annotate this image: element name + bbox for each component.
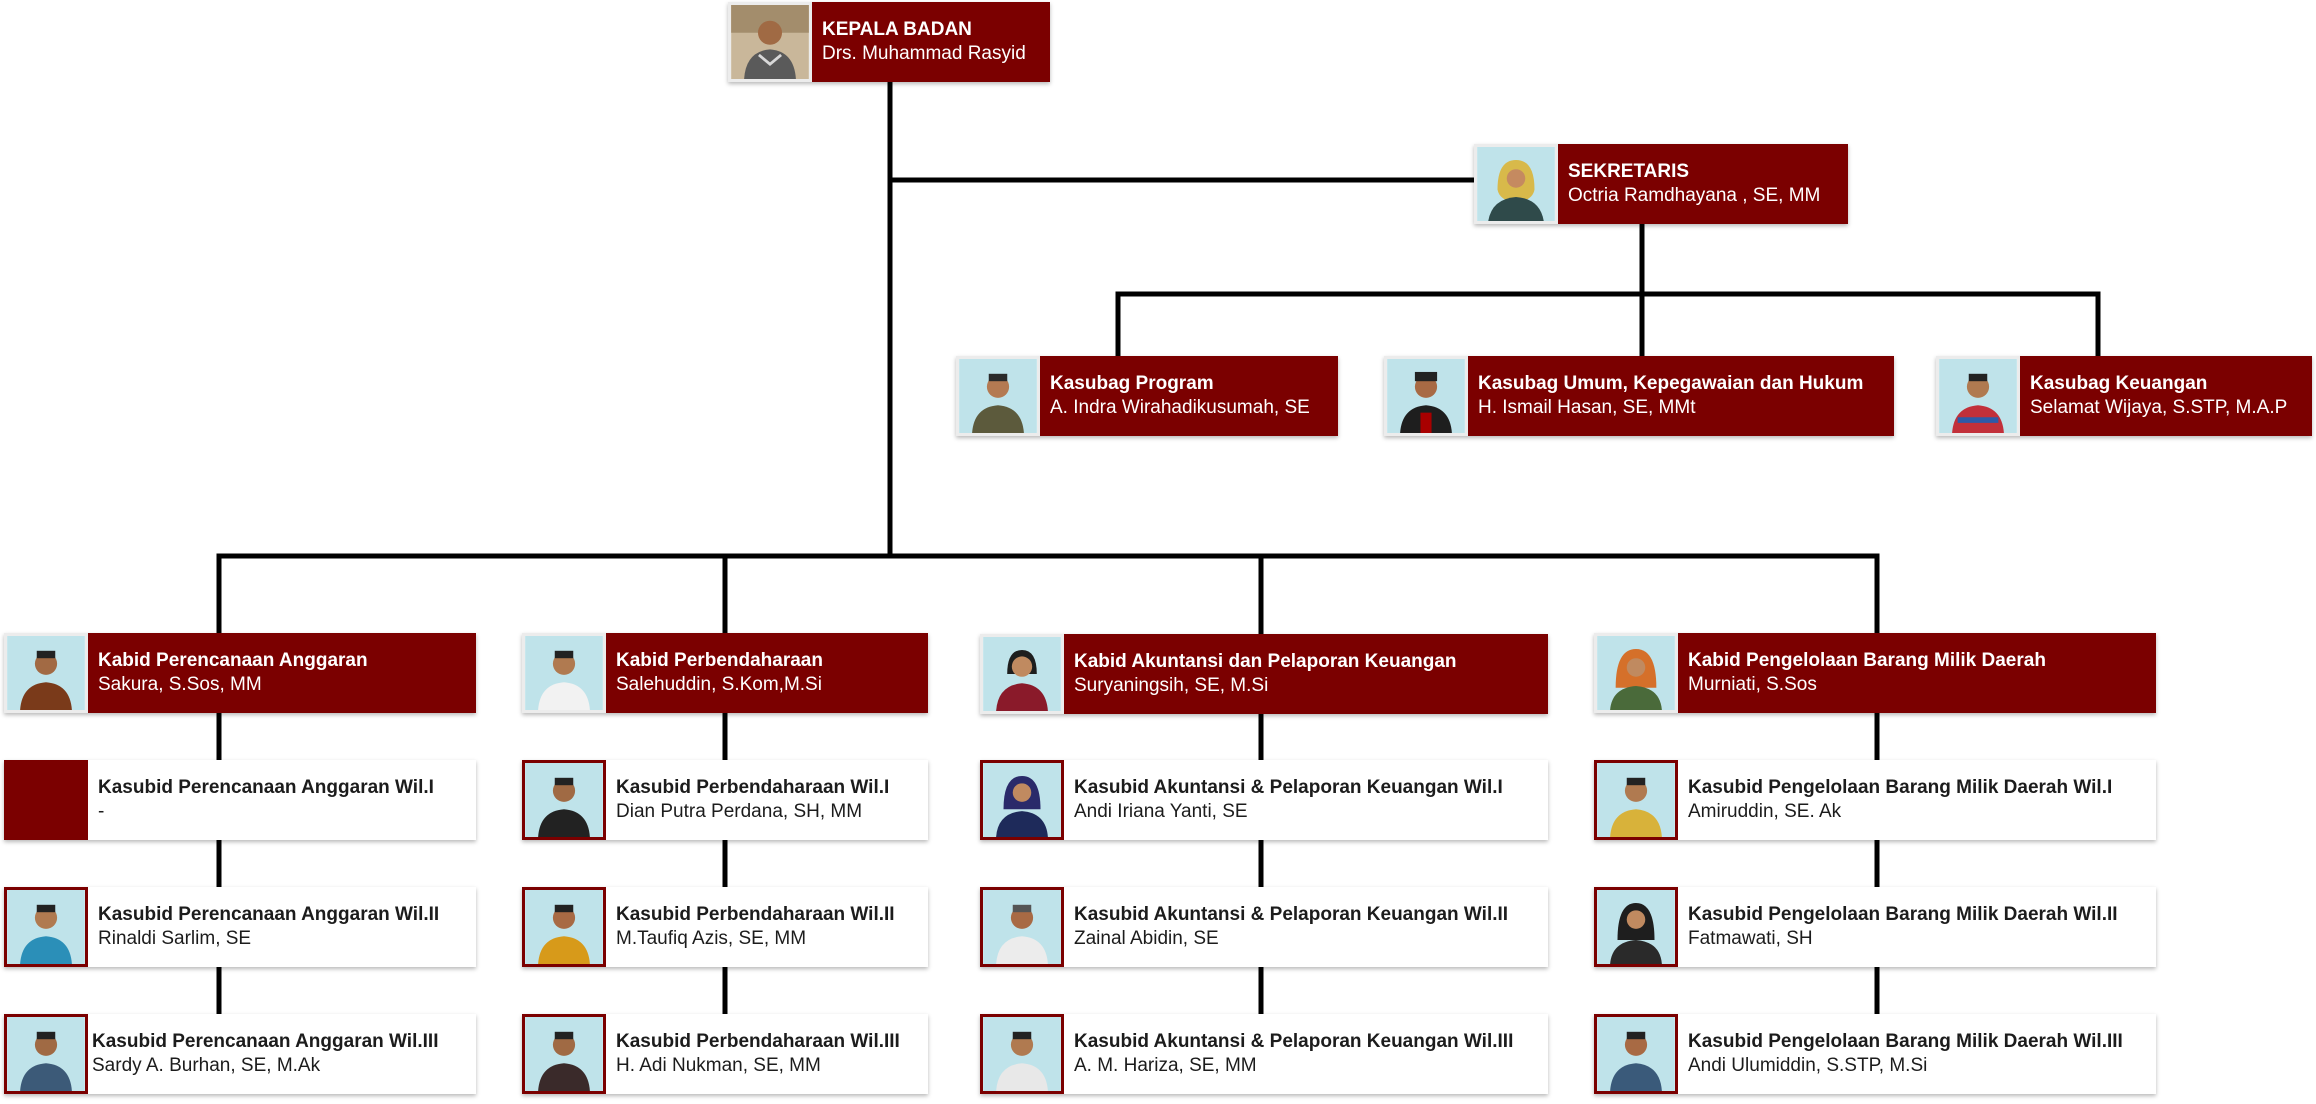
kasubag-umum-photo <box>1384 356 1468 436</box>
kasubid-barang-2-title: Kasubid Pengelolaan Barang Milik Daerah … <box>1688 904 2118 925</box>
kasubid-perbendaharaan-3-name: H. Adi Nukman, SE, MM <box>616 1055 821 1076</box>
head-photo <box>728 2 812 82</box>
kasubid-perencanaan-3-name: Sardy A. Burhan, SE, M.Ak <box>92 1055 321 1076</box>
kasubid-barang-2-photo <box>1594 887 1678 967</box>
kasubid-akuntansi-2-name: Zainal Abidin, SE <box>1074 928 1219 949</box>
kabid-perbendaharaan-title: Kabid Perbendaharaan <box>616 650 823 671</box>
kasubid-barang-1-name: Amiruddin, SE. Ak <box>1688 801 1842 822</box>
kasubid-akuntansi-1-title: Kasubid Akuntansi & Pelaporan Keuangan W… <box>1074 777 1503 798</box>
kabid-barang-name: Murniati, S.Sos <box>1688 674 1817 695</box>
kasubag-card-keuangan[interactable]: Kasubag Keuangan Selamat Wijaya, S.STP, … <box>1936 356 2312 436</box>
kasubid-perbendaharaan-1-name: Dian Putra Perdana, SH, MM <box>616 801 863 822</box>
kabid-perencanaan-title: Kabid Perencanaan Anggaran <box>98 650 368 671</box>
kabid-card-akuntansi[interactable]: Kabid Akuntansi dan Pelaporan Keuangan S… <box>980 634 1548 714</box>
head-name: Drs. Muhammad Rasyid <box>822 43 1026 64</box>
secretary-card[interactable]: SEKRETARIS Octria Ramdhayana , SE, MM <box>1474 144 1848 224</box>
kasubid-akuntansi-3-photo <box>980 1014 1064 1094</box>
kasubid-perbendaharaan-2-name: M.Taufiq Azis, SE, MM <box>616 928 807 949</box>
kasubid-barang-3-title: Kasubid Pengelolaan Barang Milik Daerah … <box>1688 1031 2123 1052</box>
kasubid-barang-2-name: Fatmawati, SH <box>1688 928 1813 949</box>
kasubid-card-barang-3[interactable]: Kasubid Pengelolaan Barang Milik Daerah … <box>1594 1014 2156 1094</box>
kabid-akuntansi-photo <box>980 634 1064 714</box>
kasubid-perencanaan-2-title: Kasubid Perencanaan Anggaran Wil.II <box>98 904 440 925</box>
kasubid-card-barang-1[interactable]: Kasubid Pengelolaan Barang Milik Daerah … <box>1594 760 2156 840</box>
kasubid-barang-3-name: Andi Ulumiddin, S.STP, M.Si <box>1688 1055 1928 1076</box>
secretary-photo <box>1474 144 1558 224</box>
kabid-perbendaharaan-photo <box>522 633 606 713</box>
kasubid-card-akuntansi-1[interactable]: Kasubid Akuntansi & Pelaporan Keuangan W… <box>980 760 1548 840</box>
kabid-perencanaan-name: Sakura, S.Sos, MM <box>98 674 262 695</box>
kasubid-perencanaan-1-name: - <box>98 801 105 822</box>
kasubid-perencanaan-2-name: Rinaldi Sarlim, SE <box>98 928 252 949</box>
kasubid-perencanaan-1-photo-placeholder <box>4 760 88 840</box>
kasubid-perencanaan-3-photo <box>4 1014 88 1094</box>
kasubid-perencanaan-2-photo <box>4 887 88 967</box>
kasubid-akuntansi-3-name: A. M. Hariza, SE, MM <box>1074 1055 1257 1076</box>
kasubag-umum-title: Kasubag Umum, Kepegawaian dan Hukum <box>1478 373 1864 394</box>
kasubid-barang-3-photo <box>1594 1014 1678 1094</box>
kasubid-akuntansi-3-title: Kasubid Akuntansi & Pelaporan Keuangan W… <box>1074 1031 1514 1052</box>
kasubid-card-perbendaharaan-1[interactable]: Kasubid Perbendaharaan Wil.I Dian Putra … <box>522 760 928 840</box>
kabid-perbendaharaan-name: Salehuddin, S.Kom,M.Si <box>616 674 822 695</box>
kabid-barang-photo <box>1594 633 1678 713</box>
kasubid-card-akuntansi-2[interactable]: Kasubid Akuntansi & Pelaporan Keuangan W… <box>980 887 1548 967</box>
secretary-name: Octria Ramdhayana , SE, MM <box>1568 185 1821 206</box>
kabid-akuntansi-name: Suryaningsih, SE, M.Si <box>1074 675 1269 696</box>
kasubid-card-perbendaharaan-2[interactable]: Kasubid Perbendaharaan Wil.II M.Taufiq A… <box>522 887 928 967</box>
head-title: KEPALA BADAN <box>822 19 972 40</box>
kabid-perencanaan-photo <box>4 633 88 713</box>
head-card[interactable]: KEPALA BADAN Drs. Muhammad Rasyid <box>728 2 1050 82</box>
kasubid-card-perencanaan-1[interactable]: Kasubid Perencanaan Anggaran Wil.I - <box>4 760 476 840</box>
secretary-title: SEKRETARIS <box>1568 161 1690 182</box>
kasubid-perbendaharaan-2-title: Kasubid Perbendaharaan Wil.II <box>616 904 895 925</box>
kasubid-barang-1-photo <box>1594 760 1678 840</box>
kasubid-barang-1-title: Kasubid Pengelolaan Barang Milik Daerah … <box>1688 777 2113 798</box>
kasubid-card-perbendaharaan-3[interactable]: Kasubid Perbendaharaan Wil.III H. Adi Nu… <box>522 1014 928 1094</box>
kasubag-keuangan-photo <box>1936 356 2020 436</box>
kasubag-keuangan-title: Kasubag Keuangan <box>2030 373 2208 394</box>
kasubag-keuangan-name: Selamat Wijaya, S.STP, M.A.P <box>2030 397 2288 418</box>
kasubid-akuntansi-2-title: Kasubid Akuntansi & Pelaporan Keuangan W… <box>1074 904 1509 925</box>
kasubid-perbendaharaan-1-title: Kasubid Perbendaharaan Wil.I <box>616 777 890 798</box>
kabid-barang-title: Kabid Pengelolaan Barang Milik Daerah <box>1688 650 2046 671</box>
kasubid-akuntansi-2-photo <box>980 887 1064 967</box>
kasubag-program-name: A. Indra Wirahadikusumah, SE <box>1050 397 1310 418</box>
kasubid-perbendaharaan-3-photo <box>522 1014 606 1094</box>
kabid-card-barang[interactable]: Kabid Pengelolaan Barang Milik Daerah Mu… <box>1594 633 2156 713</box>
kasubid-perbendaharaan-2-photo <box>522 887 606 967</box>
kasubid-perbendaharaan-1-photo <box>522 760 606 840</box>
kasubid-akuntansi-1-name: Andi Iriana Yanti, SE <box>1074 801 1248 822</box>
kabid-card-perencanaan[interactable]: Kabid Perencanaan Anggaran Sakura, S.Sos… <box>4 633 476 713</box>
kasubag-card-program[interactable]: Kasubag Program A. Indra Wirahadikusumah… <box>956 356 1338 436</box>
kasubid-perbendaharaan-3-title: Kasubid Perbendaharaan Wil.III <box>616 1031 900 1052</box>
kasubid-perencanaan-1-title: Kasubid Perencanaan Anggaran Wil.I <box>98 777 434 798</box>
kasubid-akuntansi-1-photo <box>980 760 1064 840</box>
kasubag-umum-name: H. Ismail Hasan, SE, MMt <box>1478 397 1696 418</box>
kasubag-program-title: Kasubag Program <box>1050 373 1214 394</box>
kasubid-card-barang-2[interactable]: Kasubid Pengelolaan Barang Milik Daerah … <box>1594 887 2156 967</box>
kasubid-card-perencanaan-3[interactable]: Kasubid Perencanaan Anggaran Wil.III Sar… <box>4 1014 476 1094</box>
kasubid-perencanaan-3-title: Kasubid Perencanaan Anggaran Wil.III <box>92 1031 439 1052</box>
kabid-akuntansi-title: Kabid Akuntansi dan Pelaporan Keuangan <box>1074 651 1457 672</box>
kasubid-card-akuntansi-3[interactable]: Kasubid Akuntansi & Pelaporan Keuangan W… <box>980 1014 1548 1094</box>
kabid-card-perbendaharaan[interactable]: Kabid Perbendaharaan Salehuddin, S.Kom,M… <box>522 633 928 713</box>
kasubid-card-perencanaan-2[interactable]: Kasubid Perencanaan Anggaran Wil.II Rina… <box>4 887 476 967</box>
kasubag-card-umum[interactable]: Kasubag Umum, Kepegawaian dan Hukum H. I… <box>1384 356 1894 436</box>
kasubag-program-photo <box>956 356 1040 436</box>
